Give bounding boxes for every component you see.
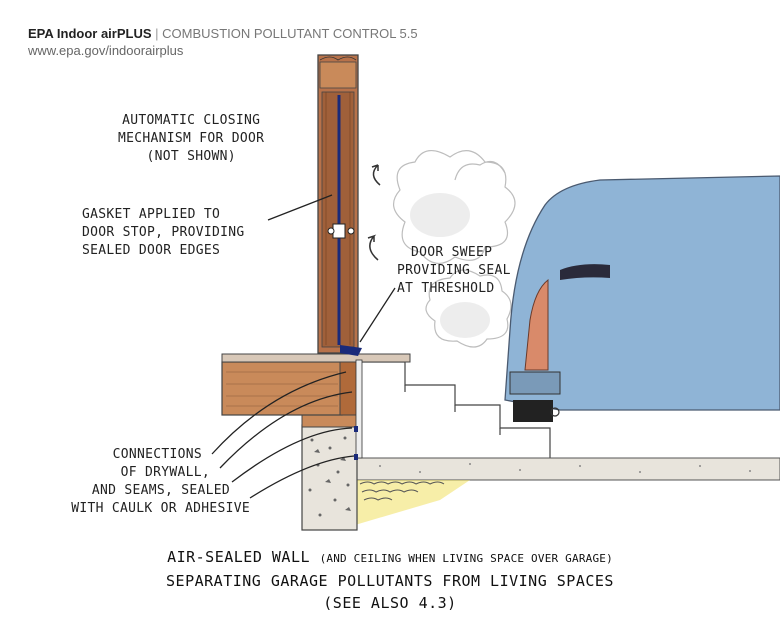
label-conn-line3: AND SEAMS, SEALED [91,483,230,498]
caption-line3: (SEE ALSO 4.3) [323,594,457,612]
label-drywall-connections: CONNECTIONS OF DRYWALL, AND SEAMS, SEALE… [40,446,250,518]
label-conn-line4: WITH CAULK OR ADHESIVE [71,501,250,516]
leader-lines [211,194,396,499]
label-gasket-line2: DOOR STOP, PROVIDING [82,225,245,240]
brand-name: EPA Indoor airPLUS [28,26,152,41]
gravel-bed [355,480,470,525]
label-sweep-line2: PROVIDING SEAL [397,263,511,278]
header-url: www.epa.gov/indoorairplus [28,43,184,58]
caption-note: (AND CEILING WHEN LIVING SPACE OVER GARA… [319,552,613,565]
drywall-garage-side [355,359,363,459]
exhaust-smoke [393,150,516,348]
label-closing-line2: MECHANISM FOR DOOR [118,131,265,146]
caption-line2: SEPARATING GARAGE POLLUTANTS FROM LIVING… [166,572,614,590]
car-rear [504,175,780,422]
label-closing-mechanism: AUTOMATIC CLOSING MECHANISM FOR DOOR (NO… [118,112,264,166]
garage-slab [354,457,780,481]
label-conn-line2: OF DRYWALL, [120,465,210,480]
header-title-line: EPA Indoor airPLUS | COMBUSTION POLLUTAN… [28,26,418,41]
garage-steps [355,361,551,458]
sill-plate [301,414,358,428]
page-header: EPA Indoor airPLUS | COMBUSTION POLLUTAN… [28,26,418,58]
label-closing-line3: (NOT SHOWN) [146,149,236,164]
rim-joist [339,361,358,416]
header-separator: | [155,26,159,41]
foundation-wall [301,424,358,531]
smoke-shading [410,193,490,338]
label-gasket-line1: GASKET APPLIED TO [82,207,221,222]
sealant-joints [354,426,358,460]
slab-stipple [379,463,751,473]
label-door-sweep: DOOR SWEEP PROVIDING SEAL AT THRESHOLD [397,244,511,298]
floor-joist-grain [226,371,338,407]
caption-line1: AIR-SEALED WALL (AND CEILING WHEN LIVING… [0,546,780,570]
label-closing-line1: AUTOMATIC CLOSING [122,113,261,128]
foundation-aggregate [308,436,351,517]
label-sweep-line3: AT THRESHOLD [397,281,495,296]
label-conn-line1: CONNECTIONS [112,447,202,462]
label-gasket: GASKET APPLIED TO DOOR STOP, PROVIDING S… [82,206,245,260]
caption-main: AIR-SEALED WALL [167,548,311,566]
airflow-arrow-lower [367,234,379,261]
section-title: COMBUSTION POLLUTANT CONTROL 5.5 [162,26,418,41]
door-sweep [340,345,362,356]
label-gasket-line3: SEALED DOOR EDGES [82,243,221,258]
airflow-arrow-upper [371,164,381,186]
floor-joist [221,361,343,416]
door-hardware [327,223,355,239]
subfloor [221,353,411,363]
label-sweep-line1: DOOR SWEEP [411,245,493,260]
figure-caption: AIR-SEALED WALL (AND CEILING WHEN LIVING… [0,546,780,614]
